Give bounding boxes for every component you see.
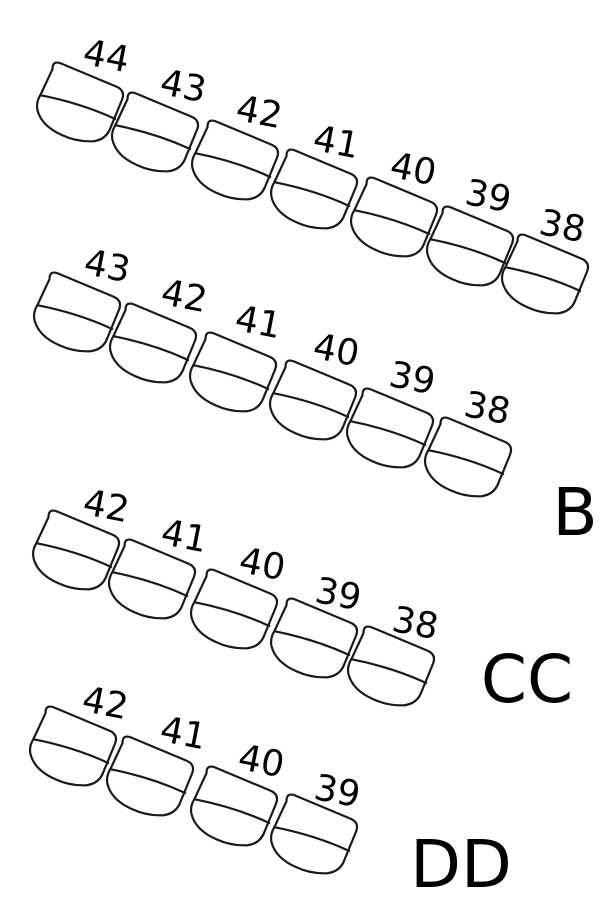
seat-row1-43[interactable]: 43 bbox=[105, 62, 210, 179]
seat-row-dd: 42 41 40 39 DD bbox=[23, 679, 512, 903]
seat-row-b: 43 42 41 40 39 38 B bbox=[27, 242, 598, 551]
seat-row-1: 44 43 42 41 40 39 38 bbox=[30, 32, 594, 321]
seat-rowDD-40[interactable]: 40 bbox=[184, 737, 288, 853]
seat-rowB-41[interactable]: 41 bbox=[183, 298, 285, 419]
seat-rowCC-40[interactable]: 40 bbox=[184, 540, 289, 656]
seat-number: 41 bbox=[158, 512, 211, 561]
seat-rowB-38[interactable]: 38 bbox=[418, 384, 517, 504]
seat-number: 41 bbox=[157, 709, 210, 758]
seat-number: 44 bbox=[80, 32, 133, 81]
seat-number: 39 bbox=[312, 570, 365, 619]
seat-number: 42 bbox=[80, 482, 133, 531]
seat-number: 38 bbox=[461, 384, 514, 433]
seat-row1-42[interactable]: 42 bbox=[185, 88, 286, 207]
seat-number: 40 bbox=[236, 540, 289, 589]
seat-number: 39 bbox=[311, 767, 364, 816]
seat-number: 40 bbox=[310, 326, 363, 375]
seat-row1-39[interactable]: 39 bbox=[420, 172, 519, 293]
seat-rowB-40[interactable]: 40 bbox=[263, 326, 363, 447]
seat-number: 41 bbox=[232, 298, 285, 347]
seat-number: 43 bbox=[81, 242, 134, 291]
seat-rowCC-42[interactable]: 42 bbox=[26, 482, 133, 597]
seat-number: 38 bbox=[536, 202, 589, 251]
seat-rowB-43[interactable]: 43 bbox=[27, 242, 134, 359]
seat-rowCC-41[interactable]: 41 bbox=[102, 512, 211, 626]
seat-number: 42 bbox=[158, 272, 211, 321]
seat-rowDD-39[interactable]: 39 bbox=[264, 767, 364, 881]
seat-rowCC-38[interactable]: 38 bbox=[341, 599, 442, 713]
seat-rowDD-42[interactable]: 42 bbox=[23, 679, 132, 793]
seat-number: 39 bbox=[386, 354, 439, 403]
seat-number: 40 bbox=[387, 145, 440, 194]
seat-row1-41[interactable]: 41 bbox=[264, 118, 363, 236]
seat-number: 41 bbox=[310, 118, 363, 167]
seat-number: 38 bbox=[389, 599, 442, 648]
seat-number: 42 bbox=[233, 88, 286, 137]
seat-number: 40 bbox=[235, 737, 288, 786]
seat-number: 43 bbox=[157, 62, 210, 111]
row-label-cc: CC bbox=[481, 641, 573, 718]
seat-row-cc: 42 41 40 39 38 CC bbox=[26, 482, 573, 718]
row-label-dd: DD bbox=[410, 826, 512, 903]
seat-row1-40[interactable]: 40 bbox=[344, 145, 443, 264]
seat-rowB-39[interactable]: 39 bbox=[340, 354, 439, 475]
row-label-b: B bbox=[552, 474, 597, 551]
seat-row1-38[interactable]: 38 bbox=[495, 202, 594, 321]
seat-number: 42 bbox=[79, 679, 132, 728]
seat-rowCC-39[interactable]: 39 bbox=[264, 570, 365, 685]
seat-rowDD-41[interactable]: 41 bbox=[100, 709, 210, 823]
seat-rowB-42[interactable]: 42 bbox=[103, 272, 211, 390]
seat-row1-44[interactable]: 44 bbox=[30, 32, 133, 149]
seat-number: 39 bbox=[462, 172, 515, 221]
